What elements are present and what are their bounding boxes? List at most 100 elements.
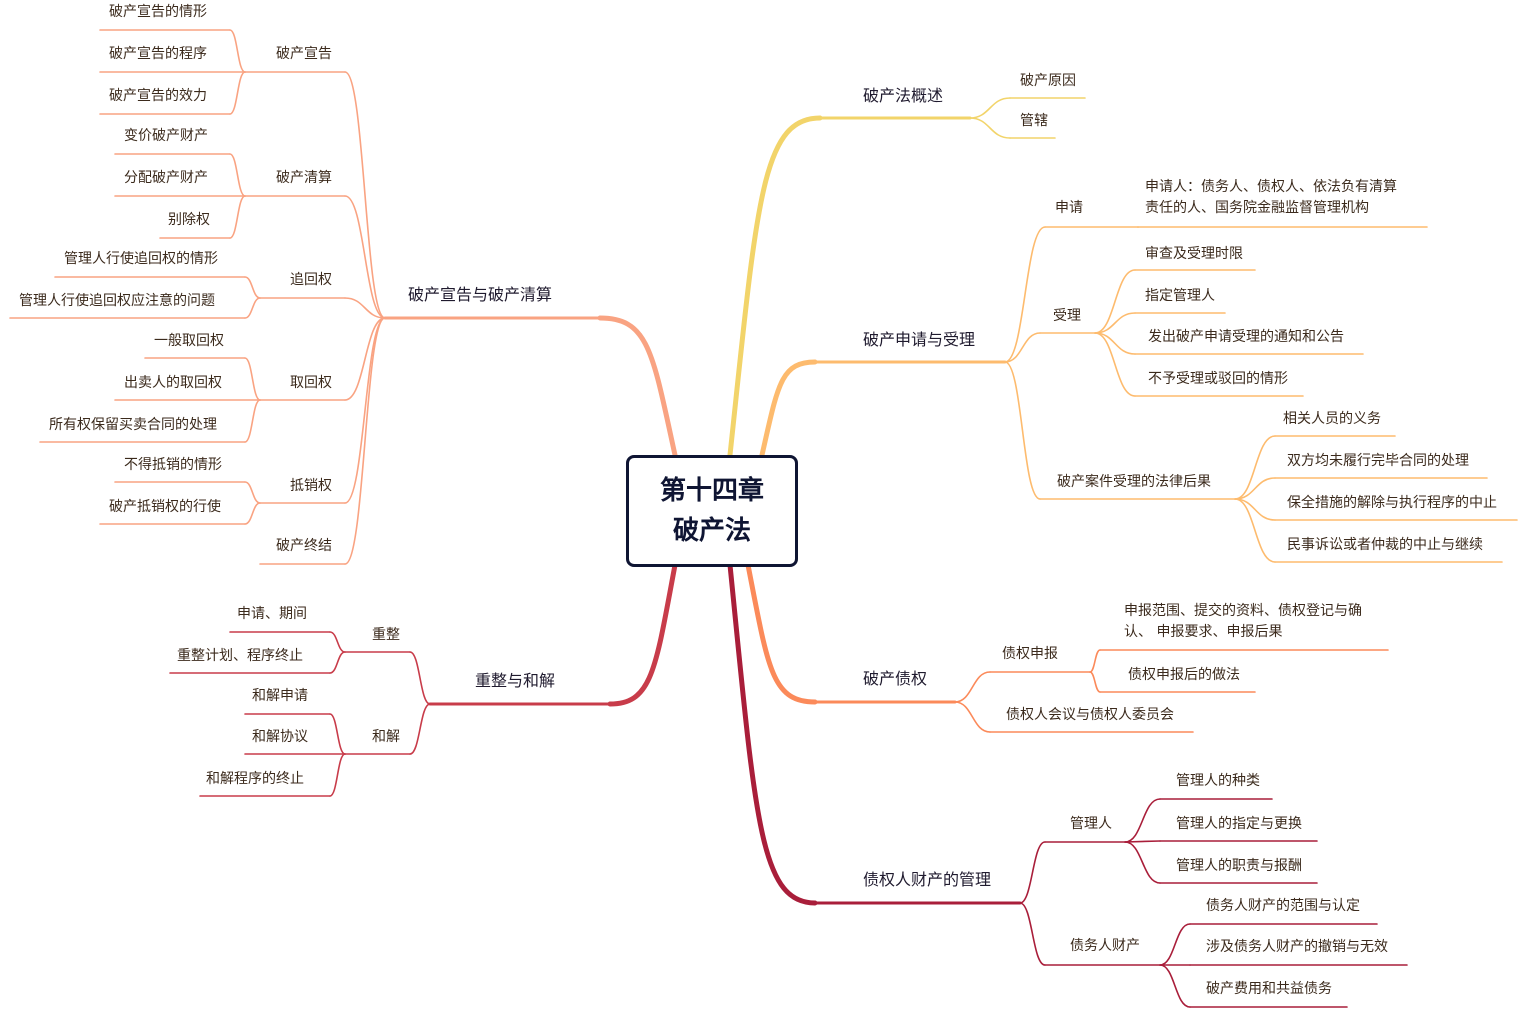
acc-reject-connector [1094,332,1136,397]
topic-claims[interactable]: 破产债权 [863,669,928,688]
acc-admin-connector [1094,312,1136,334]
topic-app-apply[interactable]: 申请 [1055,200,1083,216]
topic-adm-duty[interactable]: 管理人的职责与报酬 [1176,858,1302,874]
topic-dl-dist[interactable]: 分配破产财产 [124,170,208,186]
topic-acc-reject[interactable]: 不予受理或驳回的情形 [1148,371,1288,387]
topic-rs-end[interactable]: 和解程序的终止 [206,771,304,787]
topic-app-apply-who[interactable]: 申请人：债务人、债权人、依法负有清算 责任的人、国务院金融监督管理机构 [1145,179,1397,216]
topic-d-offset[interactable]: 抵销权 [290,478,332,494]
eff-suit-connector [1234,498,1276,563]
topic-app-accept[interactable]: 受理 [1053,308,1081,324]
r-settle-connector [409,703,431,755]
topic-pr-debtor[interactable]: 债务人财产 [1070,938,1140,954]
r-reorg-connector [409,651,431,705]
topic-r-reorg[interactable]: 重整 [372,627,400,643]
dt-reserve-connector [244,399,261,443]
topic-decl[interactable]: 破产宣告与破产清算 [408,285,553,304]
topic-dr-note[interactable]: 管理人行使追回权应注意的问题 [19,293,215,309]
topic-eff-duty[interactable]: 相关人员的义务 [1283,411,1381,427]
reorg-main-connector [607,562,678,707]
topic-app-effect[interactable]: 破产案件受理的法律后果 [1057,474,1211,490]
topic-eff-preserve[interactable]: 保全措施的解除与执行程序的中止 [1287,495,1497,511]
topic-deb-cost[interactable]: 破产费用和共益债务 [1206,981,1332,997]
topic-ov-reason[interactable]: 破产原因 [1020,73,1076,89]
topic-overview[interactable]: 破产法概述 [863,86,944,105]
topic-rr-apply[interactable]: 申请、期间 [237,606,307,622]
topic-deb-revoke[interactable]: 涉及债务人财产的撤销与无效 [1206,939,1388,955]
topic-prop[interactable]: 债权人财产的管理 [863,870,992,889]
claims-main-connector [745,562,818,705]
topic-cl-scope[interactable]: 申报范围、提交的资料、债权登记与确 认、 申报要求、申报后果 [1124,603,1362,640]
topic-dd-case[interactable]: 破产宣告的情形 [109,4,207,20]
decl-main-connector [597,315,678,458]
topic-d-liq[interactable]: 破产清算 [276,170,332,186]
central-topic-line2: 破产法 [672,516,751,546]
topic-dd-proc[interactable]: 破产宣告的程序 [109,46,207,62]
topic-dd-eff[interactable]: 破产宣告的效力 [109,88,207,104]
cl-after-connector [1089,671,1101,693]
app-accept-connector [1004,332,1041,363]
topic-adm-type[interactable]: 管理人的种类 [1176,773,1260,789]
app-apply-connector [1004,226,1046,363]
topic-acc-admin[interactable]: 指定管理人 [1145,288,1215,304]
d-recover-connector [344,297,386,319]
topic-rs-agree[interactable]: 和解协议 [252,729,308,745]
topic-cl-after[interactable]: 债权申报后的做法 [1128,667,1240,683]
cl-meeting-connector [954,701,991,733]
topic-dl-sell[interactable]: 变价破产财产 [124,128,208,144]
dt-general-connector [244,357,261,401]
rs-end-connector [329,753,346,797]
topic-eff-suit[interactable]: 民事诉讼或者仲裁的中止与继续 [1287,537,1483,553]
do-use-connector [244,502,261,525]
rr-apply-connector [329,631,346,653]
d-end-connector [344,317,386,565]
d-retrieve-connector [344,317,386,401]
deb-cost-connector [1159,964,1191,1008]
topic-d-recover[interactable]: 追回权 [290,272,332,288]
cl-scope-connector [1089,649,1101,673]
eff-contract-connector [1234,477,1276,500]
topic-do-no[interactable]: 不得抵销的情形 [124,457,222,473]
adm-duty-connector [1124,841,1161,884]
topic-pr-admin[interactable]: 管理人 [1070,816,1112,832]
topic-rs-apply[interactable]: 和解申请 [252,688,308,704]
topic-d-retrieve[interactable]: 取回权 [290,375,332,391]
topic-d-decl[interactable]: 破产宣告 [276,46,332,62]
topic-eff-contract[interactable]: 双方均未履行完毕合同的处理 [1287,453,1469,469]
central-topic[interactable]: 第十四章 破产法 [626,455,798,567]
pr-debtor-connector [1019,902,1046,966]
topic-acc-notice[interactable]: 发出破产申请受理的通知和公告 [1148,329,1344,345]
adm-type-connector [1124,798,1161,843]
topic-d-end[interactable]: 破产终结 [276,538,332,554]
topic-dt-reserve[interactable]: 所有权保留买卖合同的处理 [49,417,217,433]
topic-acc-review[interactable]: 审查及受理时限 [1145,246,1243,262]
topic-cl-meeting[interactable]: 债权人会议与债权人委员会 [1006,707,1174,723]
topic-rr-plan[interactable]: 重整计划、程序终止 [177,648,303,664]
d-liq-connector [344,195,386,319]
topic-dl-excl[interactable]: 别除权 [168,212,210,228]
dd-case-connector [229,29,246,73]
topic-r-settle[interactable]: 和解 [372,729,400,745]
rs-apply-connector [329,713,346,755]
topic-dr-case[interactable]: 管理人行使追回权的情形 [64,251,218,267]
dr-note-connector [244,297,261,319]
topic-cl-declare[interactable]: 债权申报 [1002,646,1058,662]
dr-case-connector [244,276,261,299]
pr-admin-connector [1019,841,1046,904]
cl-declare-connector [954,671,991,703]
d-offset-connector [344,317,386,504]
dl-sell-connector [229,153,246,197]
topic-dt-seller[interactable]: 出卖人的取回权 [124,375,222,391]
topic-adm-appoint[interactable]: 管理人的指定与更换 [1176,816,1302,832]
topic-dt-general[interactable]: 一般取回权 [154,333,224,349]
acc-review-connector [1094,269,1136,334]
dd-eff-connector [229,71,246,115]
topic-app[interactable]: 破产申请与受理 [863,330,976,349]
topic-ov-juris[interactable]: 管辖 [1020,113,1048,129]
dl-excl-connector [229,195,246,239]
topic-reorg[interactable]: 重整与和解 [475,671,556,690]
topic-deb-scope[interactable]: 债务人财产的范围与认定 [1206,898,1360,914]
topic-do-use[interactable]: 破产抵销权的行使 [109,499,221,515]
